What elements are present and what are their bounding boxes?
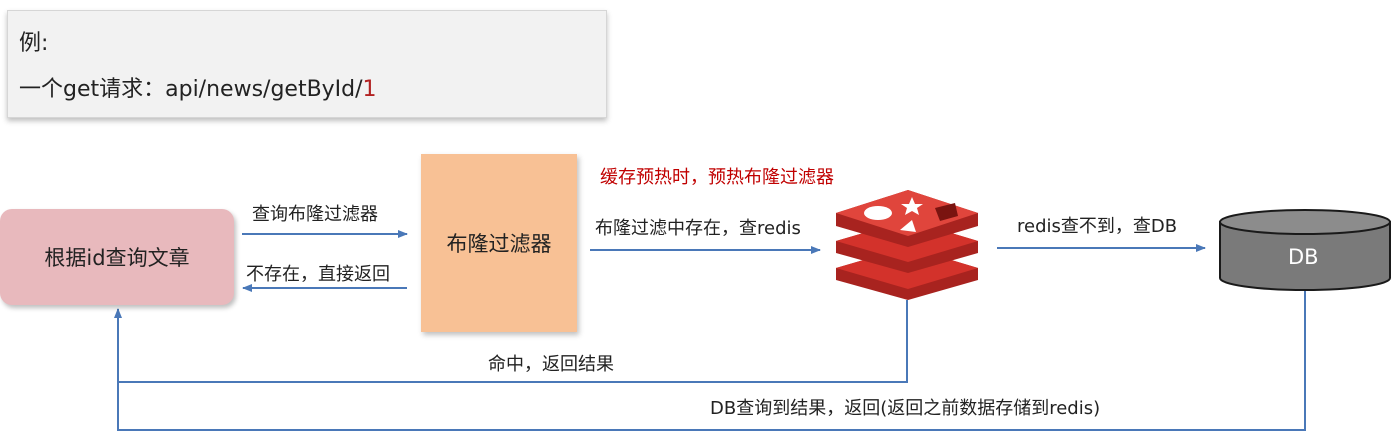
request-id: 1 [362,77,377,102]
example-request: 一个get请求：api/news/getById/1 [19,71,377,103]
label-query-bloom: 查询布隆过滤器 [252,204,378,225]
query-article-node: 根据id查询文章 [0,209,234,305]
bloom-filter-node: 布隆过滤器 [421,154,577,332]
arrow-redis-hit-return [118,300,908,383]
request-prefix: 一个get请求：api/news/getById/ [19,77,363,102]
redis-logo-icon [836,190,978,300]
label-exists-query-redis: 布隆过滤中存在，查redis [595,218,801,239]
arrow-db-result-return [114,290,1306,431]
db-label: DB [1288,245,1319,269]
label-redis-miss-query-db: redis查不到，查DB [1017,216,1178,237]
label-not-exist-return: 不存在，直接返回 [246,264,390,285]
db-cylinder-icon [1219,209,1391,291]
example-box: 例: 一个get请求：api/news/getById/1 [7,10,607,118]
warmup-annotation: 缓存预热时，预热布隆过滤器 [600,167,834,188]
label-hit-return: 命中，返回结果 [488,354,614,375]
example-heading: 例: [19,31,49,56]
label-db-result-return: DB查询到结果，返回(返回之前数据存储到redis) [710,398,1101,419]
